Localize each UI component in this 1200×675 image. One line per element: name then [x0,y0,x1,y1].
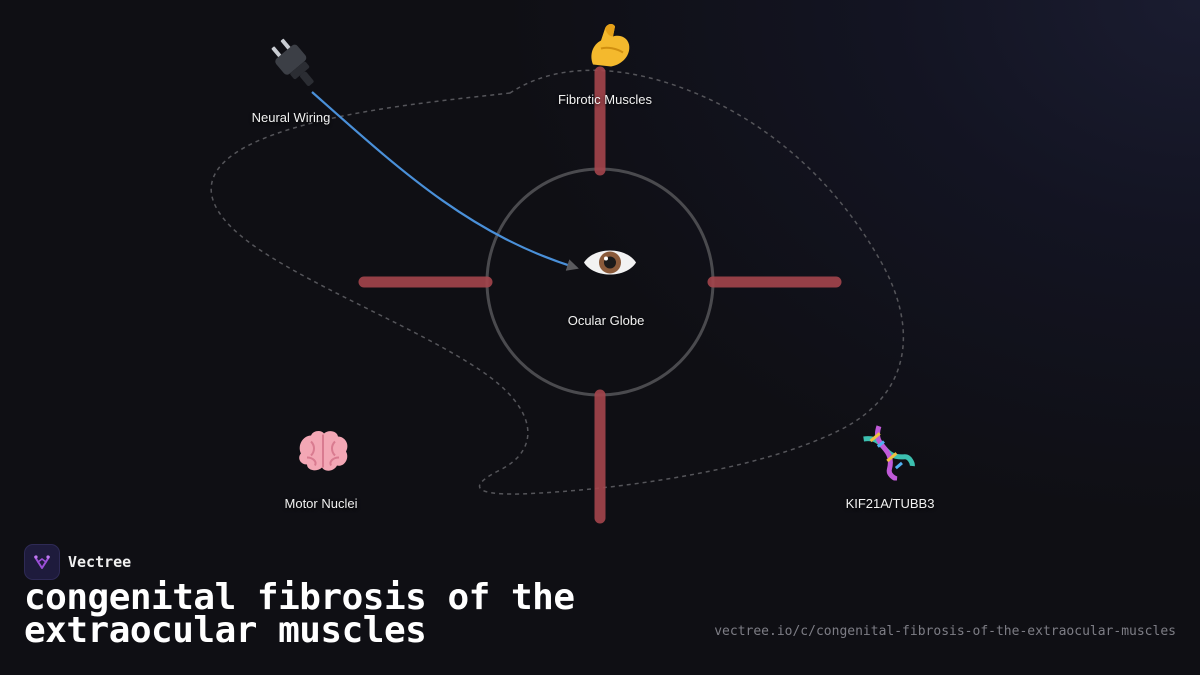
dashed-loop-path [210,69,905,495]
flexed-bicep-icon [583,19,637,78]
dna-icon [860,425,916,486]
brand-name: Vectree [68,553,132,571]
plug-icon [266,36,322,97]
page-title: congenital fibrosis of the extraocular m… [24,577,575,651]
connection-arrow [311,91,579,271]
page-url[interactable]: vectree.io/c/congenital-fibrosis-of-the-… [714,624,1176,639]
brand: Vectree [24,544,131,580]
node-label-ocular-globe: Ocular Globe [567,313,645,328]
node-label-kif21a-tubb3: KIF21A/TUBB3 [845,496,935,511]
vectree-logo-icon [24,544,60,580]
node-label-neural-wiring: Neural Wiring [251,110,331,125]
eye-icon [582,243,638,288]
node-label-motor-nuclei: Motor Nuclei [284,496,358,511]
brain-icon [295,428,351,481]
node-label-fibrotic-muscles: Fibrotic Muscles [558,92,652,107]
